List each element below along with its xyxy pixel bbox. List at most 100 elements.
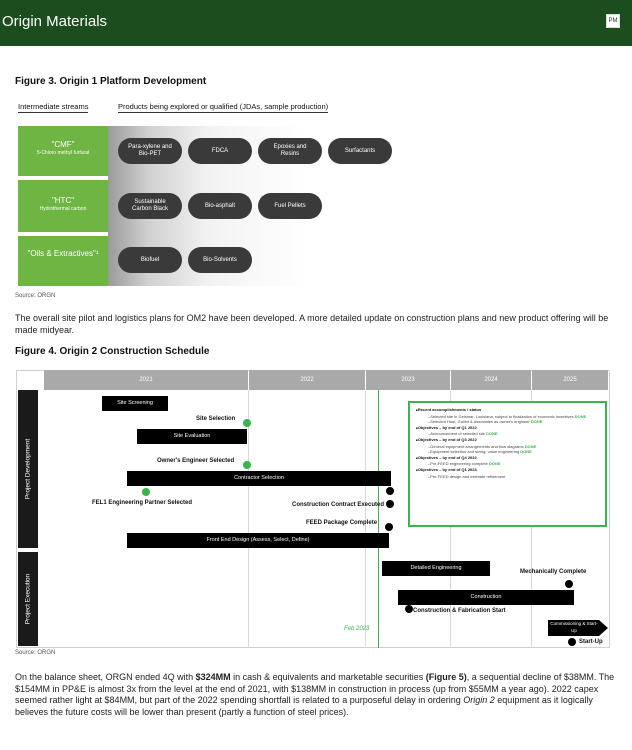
grid-line: [365, 390, 366, 648]
accomplishment-item: Selected site in Geismar, Louisiana, sub…: [416, 414, 599, 420]
pm-badge-icon[interactable]: PM: [606, 14, 620, 28]
p2-italic-origin2: Origin 2: [463, 695, 495, 705]
bar-commissioning: [548, 620, 608, 636]
side-label-development-text: Project Development: [24, 438, 32, 500]
done-badge: DONE: [524, 443, 537, 449]
milestone-site-selection: Site Selection: [196, 416, 236, 422]
milestone-feed-complete: FEED Package Complete: [306, 520, 378, 526]
milestone-dot: [565, 580, 573, 588]
figure3-col-streams: Intermediate streams: [18, 102, 89, 113]
milestone-dot: [386, 500, 394, 508]
app-header: Origin Materials PM: [0, 0, 632, 46]
accomplishment-heading: Objectives – by end of Q1 2022: [416, 425, 599, 432]
bar-site-screening: Site Screening: [102, 396, 168, 411]
product-bio-solvents: Bio-Solvents: [188, 247, 252, 273]
product-surfactants: Surfactants: [328, 138, 392, 164]
accomplishments-list: Recent accomplishments / statusSelected …: [416, 407, 599, 479]
year-2023: 2023: [366, 370, 450, 390]
product-paraxylene: Para-xylene and Bio-PET: [118, 138, 182, 164]
bar-front-end-design: Front End Design (Assess, Select, Define…: [127, 533, 389, 548]
stream-cmf-sub: 5-Chloro methyl furfural: [36, 150, 90, 156]
grid-line: [248, 390, 249, 648]
milestone-owners-engineer: Owner's Engineer Selected: [157, 458, 235, 464]
p2-bold-cash: $324MM: [195, 672, 231, 682]
milestone-dot: [243, 419, 251, 427]
product-fuel-pellets: Fuel Pellets: [258, 193, 322, 219]
product-fdca: FDCA: [188, 138, 252, 164]
accomplishment-item: Equipment selection and sizing; value en…: [416, 449, 599, 455]
milestone-startup: Start-Up: [579, 639, 603, 645]
product-epoxies: Epoxies and Resins: [258, 138, 322, 164]
side-label-execution: Project Execution: [18, 552, 38, 646]
milestone-dot: [243, 461, 251, 469]
accomplishment-item: Selected Hunt, Guillot & Associates as o…: [416, 419, 599, 425]
figure4-source: Source: ORGN: [15, 650, 56, 656]
stream-oils-label: "Oils & Extractives"¹: [27, 249, 99, 258]
accomplishment-item: Pre-FEED design and estimate refinement: [416, 474, 599, 480]
product-bio-asphalt: Bio-asphalt: [188, 193, 252, 219]
year-2025: 2025: [532, 370, 608, 390]
p2-text-4: equipment as it logically believes the f…: [15, 695, 593, 717]
accomplishment-text: Objectives – by end of Q1 2022: [417, 424, 477, 430]
milestone-dot: [386, 487, 394, 495]
milestone-dot: [385, 523, 393, 531]
accomplishment-text: Recent accomplishments / status: [417, 407, 482, 412]
stream-cmf: "CMF" 5-Chloro methyl furfural: [18, 126, 108, 176]
done-badge: DONE: [530, 419, 543, 425]
stream-htc: "HTC" Hydrothermal carbon: [18, 180, 108, 232]
product-carbon-black: Sustainable Carbon Black: [118, 193, 182, 219]
stream-htc-sub: Hydrothermal carbon: [39, 206, 87, 212]
accomplishment-heading: Objectives – by end of Q3 2022: [416, 437, 599, 444]
accomplishment-heading: Recent accomplishments / status: [416, 407, 599, 414]
year-2024: 2024: [451, 370, 531, 390]
milestone-mechanically-complete: Mechanically Complete: [520, 569, 587, 575]
accomplishment-item: Announcement of selected site DONE: [416, 431, 599, 437]
page-title: Origin Materials: [2, 13, 108, 30]
figure3-col-products: Products being explored or qualified (JD…: [118, 102, 329, 113]
p2-text-1: On the balance sheet, ORGN ended 4Q with: [15, 672, 196, 682]
accomplishment-text: Equipment selection and sizing; value en…: [430, 449, 521, 455]
done-badge: DONE: [488, 461, 501, 467]
done-badge: DONE: [520, 449, 532, 455]
milestone-fabrication-start: Construction & Fabrication Start: [413, 608, 506, 614]
accomplishment-text: Objectives – by end of Q3 2022: [417, 436, 477, 442]
stream-htc-label: "HTC": [51, 196, 75, 205]
bar-contractor-selection: Contractor Selection: [127, 471, 391, 486]
accomplishment-text: Objectives – by end of Q1 2023: [417, 466, 477, 472]
milestone-dot: [405, 605, 413, 613]
accomplishment-item: Pre-FEED engineering complete DONE: [416, 461, 599, 467]
done-badge: DONE: [486, 431, 498, 437]
bar-detailed-engineering: Detailed Engineering: [382, 561, 490, 576]
accomplishment-text: Pre-FEED engineering complete: [430, 461, 489, 467]
figure4-title: Figure 4. Origin 2 Construction Schedule: [15, 346, 210, 357]
paragraph-2: On the balance sheet, ORGN ended 4Q with…: [15, 672, 615, 718]
bar-site-evaluation: Site Evaluation: [137, 429, 247, 444]
side-label-development: Project Development: [18, 390, 38, 548]
year-2021: 2021: [44, 370, 248, 390]
paragraph-1: The overall site pilot and logistics pla…: [15, 313, 609, 335]
p2-text-2: in cash & equivalents and marketable sec…: [230, 672, 426, 682]
accomplishment-heading: Objectives – by end of Q4 2022: [416, 455, 599, 462]
accomplishment-text: Objectives – by end of Q4 2022: [417, 454, 477, 460]
p2-text-3: , a sequential decline of $38MM. The $15…: [15, 672, 615, 705]
accomplishment-text: Announcement of selected site: [430, 431, 487, 437]
milestone-fel1: FEL1 Engineering Partner Selected: [92, 500, 193, 506]
p2-bold-figure5: (Figure 5): [425, 672, 467, 682]
accomplishment-heading: Objectives – by end of Q1 2023: [416, 467, 599, 474]
stream-cmf-label: "CMF": [51, 140, 75, 149]
accomplishment-text: Selected site in Geismar, Louisiana, sub…: [430, 413, 575, 419]
feb-2023-marker: [378, 390, 379, 648]
year-2022: 2022: [249, 370, 365, 390]
milestone-construction-contract: Construction Contract Executed: [292, 502, 385, 508]
milestone-dot: [568, 638, 576, 646]
figure3-title: Figure 3. Origin 1 Platform Development: [15, 76, 207, 87]
accomplishment-text: General equipment arrangements and flow …: [430, 443, 525, 449]
accomplishment-item: General equipment arrangements and flow …: [416, 444, 599, 450]
accomplishments-box: Recent accomplishments / statusSelected …: [408, 401, 607, 527]
accomplishment-text: Pre-FEED design and estimate refinement: [430, 473, 506, 479]
feb-2023-label: Feb 2023: [344, 626, 370, 632]
bar-commissioning-label: Commissioning & Start-Up: [550, 621, 598, 633]
done-badge: DONE: [574, 413, 587, 419]
milestone-dot: [142, 488, 150, 496]
accomplishment-text: Selected Hunt, Guillot & Associates as o…: [430, 419, 531, 425]
